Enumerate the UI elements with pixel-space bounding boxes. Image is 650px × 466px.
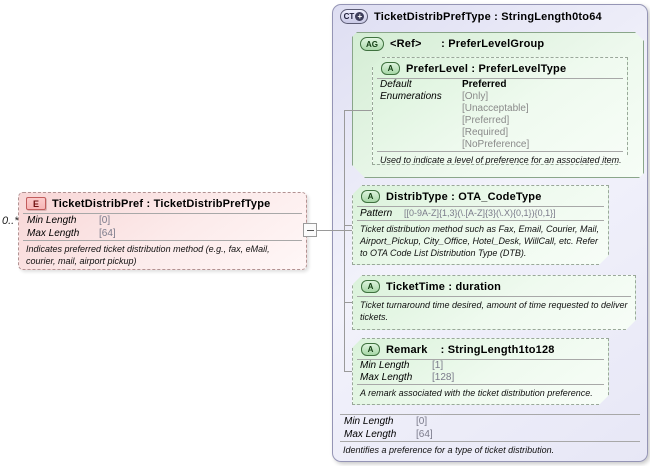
divider — [357, 206, 604, 207]
pattern-value: [[0-9A-Z]{1,3}(\.[A-Z]{3}(\.X){0,1}){0,1… — [404, 208, 556, 218]
facet-label: Min Length — [27, 215, 77, 226]
facet-label: Min Length — [344, 416, 394, 427]
default-row: Default Preferred — [373, 79, 627, 91]
complextype-icon-label: CT — [343, 12, 355, 21]
connector-to-distribtype — [344, 225, 354, 226]
facet-label: Min Length — [360, 360, 410, 371]
complextype-annotation: Identifies a preference for a type of ti… — [343, 445, 555, 455]
element-annotation: Indicates preferred ticket distribution … — [26, 244, 270, 266]
facet-value: [64] — [99, 228, 116, 239]
divider — [357, 220, 604, 221]
enumeration-row: [Unacceptable] — [373, 103, 627, 115]
property-label: Enumerations — [380, 91, 442, 102]
attribute-box-remark[interactable]: A Remark : StringLength1to128 Min Length… — [352, 338, 609, 405]
attribute-icon: A — [361, 190, 380, 203]
attributegroup-title: <Ref> : PreferLevelGroup — [390, 38, 545, 50]
complextype-icon: CT + — [340, 9, 368, 24]
facet-value: [0] — [99, 215, 111, 226]
divider — [357, 359, 604, 360]
facet-value: [64] — [416, 429, 433, 440]
enumeration-row: Enumerations [Only] — [373, 91, 627, 103]
attribute-icon: A — [361, 280, 380, 293]
attribute-icon: A — [381, 62, 400, 75]
enum-value: [Unacceptable] — [462, 103, 529, 114]
facet-value: [0] — [416, 416, 428, 427]
facet-row: Max Length [64] — [336, 428, 644, 441]
enum-value: [Required] — [462, 127, 509, 138]
connector-to-tickettime — [344, 302, 354, 303]
divider — [340, 441, 640, 442]
enum-value: [Only] — [462, 91, 489, 102]
property-label: Default — [380, 79, 412, 90]
connector-to-preferlevel — [344, 110, 374, 111]
attributegroup-icon: AG — [360, 37, 384, 51]
divider — [377, 151, 623, 152]
facet-row: Max Length [64] — [19, 227, 306, 240]
attribute-annotation: Ticket distribution method such as Fax, … — [360, 224, 600, 258]
enumeration-row: [Required] — [373, 127, 627, 139]
enum-value: [Preferred] — [462, 115, 510, 126]
attribute-icon: A — [361, 343, 380, 356]
collapse-icon[interactable] — [303, 223, 317, 237]
facet-row: Min Length [0] — [19, 214, 306, 227]
connector-to-remark — [344, 371, 354, 372]
facet-label: Max Length — [344, 429, 397, 440]
divider — [340, 414, 640, 415]
facet-row: Min Length [0] — [336, 415, 644, 428]
connector-trunk — [344, 110, 345, 372]
divider — [357, 296, 631, 297]
facet-label: Max Length — [27, 228, 80, 239]
enumeration-row: [NoPreference] — [373, 139, 627, 151]
attribute-title: Remark : StringLength1to128 — [386, 343, 555, 356]
attribute-annotation: A remark associated with the ticket dist… — [360, 388, 593, 398]
attribute-annotation: Ticket turnaround time desired, amount o… — [360, 300, 628, 322]
connector-element-to-type — [305, 230, 353, 231]
attribute-title: TicketTime : duration — [386, 280, 502, 293]
attribute-box-distribtype[interactable]: A DistribType : OTA_CodeType Pattern [[0… — [352, 185, 609, 265]
plus-badge-icon: + — [355, 12, 365, 21]
attribute-box-preferlevel[interactable]: A PreferLevel : PreferLevelType Default … — [372, 57, 628, 165]
enum-value: [NoPreference] — [462, 139, 530, 150]
pattern-row: Pattern [[0-9A-Z]{1,3}(\.[A-Z]{3}(\.X){0… — [353, 207, 608, 220]
enumeration-row: [Preferred] — [373, 115, 627, 127]
element-box-ticketdistribpref[interactable]: E TicketDistribPref : TicketDistribPrefT… — [18, 192, 307, 270]
element-title: TicketDistribPref : TicketDistribPrefTyp… — [52, 197, 271, 210]
facet-value: [128] — [432, 372, 455, 383]
complextype-facets-section: Min Length [0] Max Length [64] Identifie… — [336, 414, 644, 458]
facet-value: [1] — [432, 360, 444, 371]
divider — [23, 213, 302, 214]
facet-row: Max Length [128] — [353, 372, 608, 384]
facet-label: Max Length — [360, 372, 413, 383]
default-value: Preferred — [462, 79, 507, 90]
divider — [357, 384, 604, 385]
facet-row: Min Length [1] — [353, 360, 608, 372]
attribute-box-tickettime[interactable]: A TicketTime : duration Ticket turnaroun… — [352, 275, 636, 330]
complextype-title: TicketDistribPrefType : StringLength0to6… — [374, 10, 602, 23]
attribute-annotation: Used to indicate a level of preference f… — [380, 155, 622, 165]
divider — [377, 78, 623, 79]
multiplicity-label: 0..* — [2, 215, 19, 227]
attribute-title: PreferLevel : PreferLevelType — [406, 62, 567, 75]
attribute-title: DistribType : OTA_CodeType — [386, 190, 542, 203]
element-icon: E — [26, 197, 46, 210]
divider — [23, 240, 302, 241]
property-label: Pattern — [360, 208, 393, 219]
